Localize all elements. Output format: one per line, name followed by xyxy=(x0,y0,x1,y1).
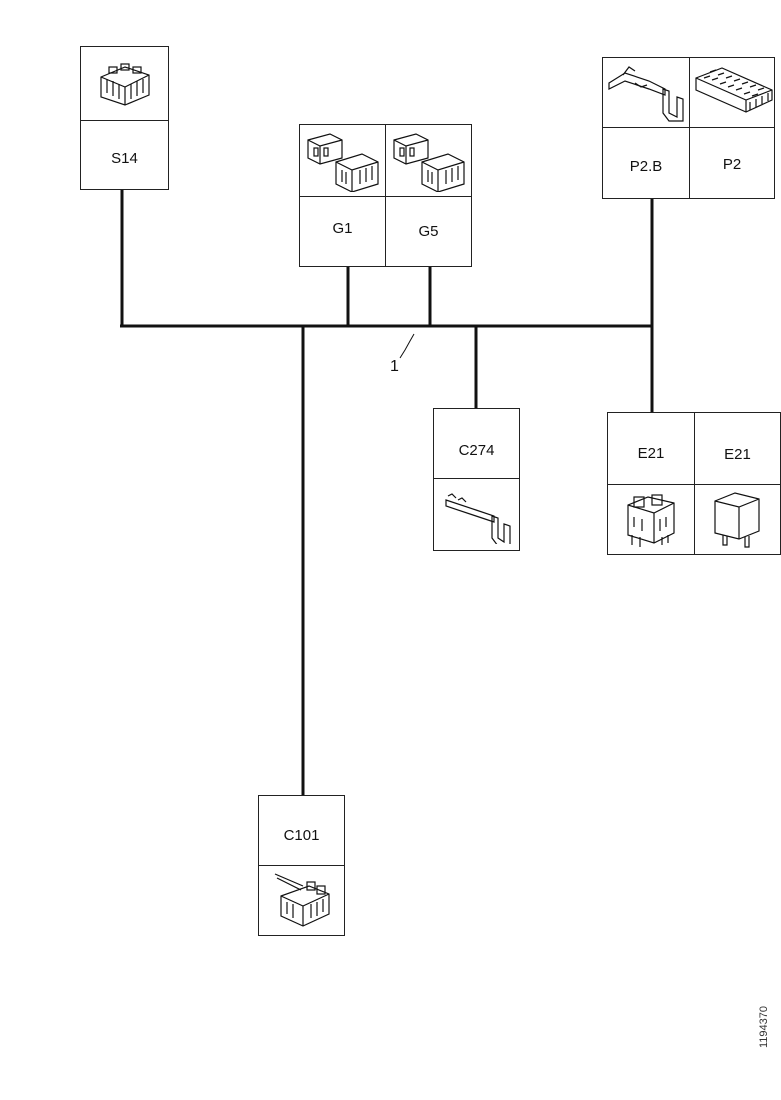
e21-socket-label: E21 xyxy=(637,445,665,462)
connector-block-icon xyxy=(274,873,330,927)
terminal-icon xyxy=(608,66,684,122)
connector-c101[interactable]: C101 xyxy=(258,795,345,936)
connector-p2[interactable]: P2 xyxy=(690,128,774,198)
terminal-icon xyxy=(445,493,511,544)
harness-ref-leader xyxy=(399,333,415,359)
p2-label: P2 xyxy=(722,156,742,173)
connector-pair-icon xyxy=(393,133,465,192)
c101-image-cell xyxy=(259,866,344,935)
connector-c274[interactable]: C274 xyxy=(433,408,520,551)
connector-block-icon xyxy=(100,63,150,106)
g1-image-cell xyxy=(300,125,386,197)
connector-p2b-p2: P2.B P2 xyxy=(602,57,775,199)
c101-label: C101 xyxy=(283,827,320,844)
document-number: 1194370 xyxy=(758,1005,770,1048)
connector-e21-relay[interactable]: E21 xyxy=(695,413,780,485)
relay-socket-icon xyxy=(627,494,675,547)
c274-image-cell xyxy=(434,479,519,550)
e21-relay-label: E21 xyxy=(724,446,751,463)
fuse-box-icon xyxy=(695,67,773,113)
g5-label: G5 xyxy=(418,223,439,240)
c101-label-cell: C101 xyxy=(259,796,344,866)
p2b-label: P2.B xyxy=(629,158,663,175)
g1-label: G1 xyxy=(332,220,353,237)
g5-image-cell xyxy=(386,125,471,197)
p2b-image-cell xyxy=(603,58,690,128)
e21-socket-image-cell xyxy=(608,485,695,554)
connector-s14[interactable]: S14 xyxy=(80,46,169,190)
s14-label: S14 xyxy=(111,150,138,167)
c274-label-cell: C274 xyxy=(434,409,519,479)
connector-g1-g5: G1 G5 xyxy=(299,124,472,267)
connector-g1[interactable]: G1 xyxy=(300,197,386,266)
connector-e21-pair: E21 E21 xyxy=(607,412,781,555)
p2-image-cell xyxy=(690,58,774,128)
c274-label: C274 xyxy=(458,442,495,459)
connector-e21-socket[interactable]: E21 xyxy=(608,413,695,485)
s14-image-cell xyxy=(81,47,168,121)
connector-p2b[interactable]: P2.B xyxy=(603,128,690,198)
harness-ref-label: 1 xyxy=(390,358,399,375)
connector-g5[interactable]: G5 xyxy=(386,197,471,266)
relay-icon xyxy=(714,492,760,548)
connector-pair-icon xyxy=(307,133,379,192)
e21-relay-image-cell xyxy=(695,485,780,554)
